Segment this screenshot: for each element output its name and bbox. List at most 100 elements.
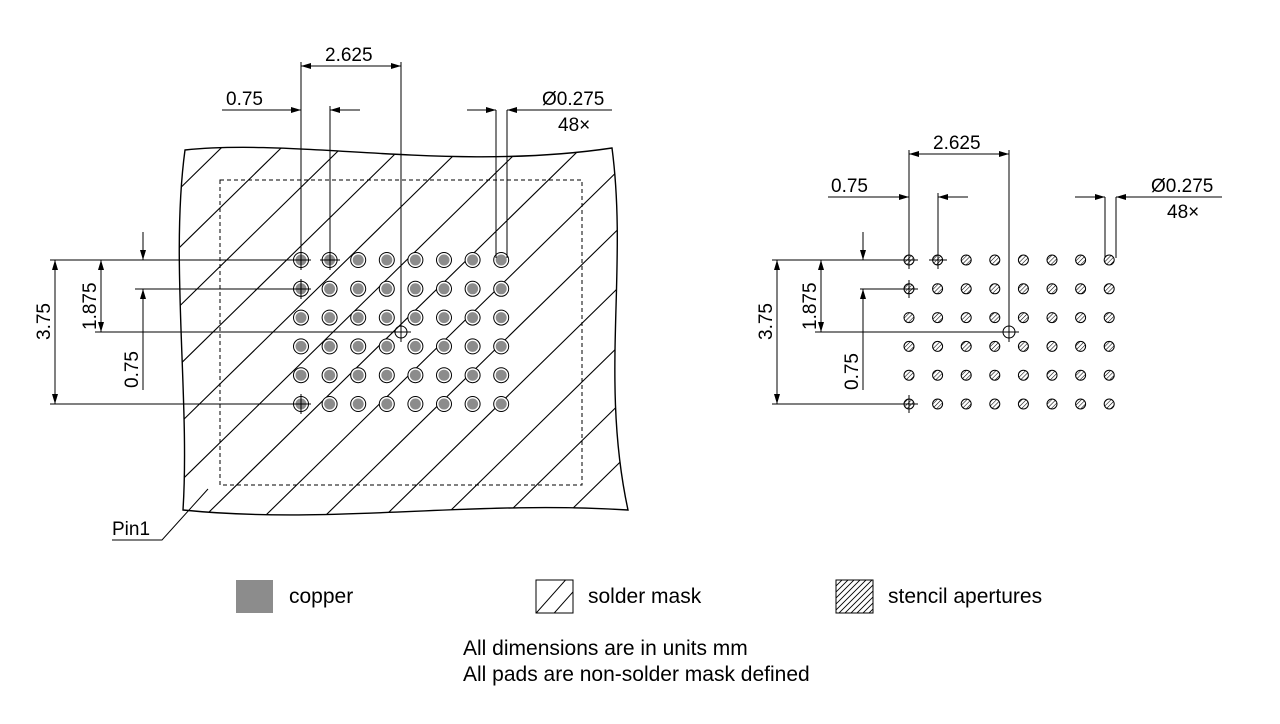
ball-pad xyxy=(378,280,395,297)
right-dim-half-height-label: 1.875 xyxy=(800,282,821,330)
stencil-aperture xyxy=(1075,369,1087,381)
ball-pad xyxy=(464,367,481,384)
legend-stencil-label: stencil apertures xyxy=(888,585,1042,608)
stencil-aperture xyxy=(1046,398,1058,410)
stencil-aperture xyxy=(932,283,944,295)
ball-pad xyxy=(407,309,424,326)
stencil-aperture xyxy=(932,340,944,352)
ball-pad xyxy=(493,338,510,355)
legend-copper-label: copper xyxy=(289,585,353,608)
stencil-aperture xyxy=(1017,398,1029,410)
stencil-aperture xyxy=(1103,398,1115,410)
legend-solder-mask-swatch xyxy=(535,579,574,614)
stencil-aperture xyxy=(932,369,944,381)
ball-pad xyxy=(464,396,481,412)
right-ball-array xyxy=(900,251,1115,413)
left-view: 2.625 0.75 Ø0.275 48× 3.75 1.875 0.75 Pi… xyxy=(34,45,629,541)
right-dimensions xyxy=(772,150,1222,405)
stencil-aperture xyxy=(932,398,944,410)
ball-pad xyxy=(493,309,510,326)
right-view: 2.625 0.75 Ø0.275 48× 3.75 1.875 0.75 xyxy=(756,133,1222,413)
stencil-aperture xyxy=(989,340,1001,352)
right-dim-diameter-label: Ø0.275 xyxy=(1151,176,1213,197)
dim-pitch-x-label: 2.625 xyxy=(325,45,373,66)
legend: copper solder mask stencil apertures xyxy=(236,579,1042,614)
stencil-aperture xyxy=(1046,340,1058,352)
dim-pitch-label: 0.75 xyxy=(226,89,263,110)
ball-pad xyxy=(493,367,510,384)
left-ball-array xyxy=(291,250,510,414)
note-units: All dimensions are in units mm xyxy=(463,637,748,660)
stencil-aperture xyxy=(1075,340,1087,352)
ball-pad xyxy=(407,252,424,268)
stencil-aperture xyxy=(1103,254,1115,266)
dim-row-pitch-label: 0.75 xyxy=(122,351,143,388)
ball-pad xyxy=(378,338,395,355)
dim-count-label: 48× xyxy=(558,115,590,136)
ball-pad xyxy=(436,338,452,355)
ball-pad xyxy=(350,280,367,297)
stencil-aperture xyxy=(1017,369,1029,381)
stencil-aperture xyxy=(903,369,915,381)
right-dim-count-label: 48× xyxy=(1167,202,1199,223)
solder-mask-outline xyxy=(178,146,629,516)
ball-pad xyxy=(321,396,338,412)
pin1-label: Pin1 xyxy=(112,519,150,540)
stencil-aperture xyxy=(1017,254,1029,266)
ball-pad xyxy=(350,338,367,355)
ball-pad xyxy=(321,367,338,384)
ball-pad xyxy=(378,367,395,384)
stencil-aperture xyxy=(960,398,972,410)
left-arrowheads xyxy=(52,63,517,404)
ball-pad xyxy=(436,252,452,268)
stencil-aperture xyxy=(1075,398,1087,410)
ball-pad xyxy=(321,309,338,326)
ball-pad xyxy=(436,367,452,384)
legend-stencil-swatch xyxy=(835,579,874,614)
stencil-aperture xyxy=(960,312,972,324)
ball-pad xyxy=(293,338,309,355)
ball-pad xyxy=(464,338,481,355)
stencil-aperture xyxy=(1017,312,1029,324)
stencil-aperture xyxy=(989,369,1001,381)
stencil-aperture xyxy=(1103,312,1115,324)
stencil-aperture xyxy=(1075,312,1087,324)
component-outline xyxy=(219,179,583,486)
stencil-aperture xyxy=(1103,340,1115,352)
stencil-aperture xyxy=(1046,254,1058,266)
ball-pad xyxy=(350,396,367,412)
stencil-aperture xyxy=(1075,283,1087,295)
stencil-aperture xyxy=(960,283,972,295)
ball-pad xyxy=(321,338,338,355)
stencil-aperture xyxy=(1103,283,1115,295)
stencil-aperture xyxy=(989,283,1001,295)
ball-pad xyxy=(378,396,395,412)
ball-pad xyxy=(407,396,424,412)
ball-pad xyxy=(293,367,309,384)
ball-pad xyxy=(464,252,481,268)
ball-pad xyxy=(436,280,452,297)
stencil-aperture xyxy=(1046,312,1058,324)
stencil-aperture xyxy=(960,369,972,381)
ball-pad xyxy=(293,309,309,326)
legend-solder-mask-label: solder mask xyxy=(588,585,702,608)
stencil-aperture xyxy=(989,254,1001,266)
stencil-aperture xyxy=(1075,254,1087,266)
ball-pad xyxy=(493,396,510,412)
stencil-aperture xyxy=(1046,369,1058,381)
right-dim-pitch-x-label: 2.625 xyxy=(933,133,981,154)
left-dimensions xyxy=(50,62,612,541)
stencil-aperture xyxy=(960,340,972,352)
right-dim-rows-total-label: 3.75 xyxy=(756,303,777,340)
center-mark xyxy=(391,322,411,342)
ball-pad xyxy=(436,309,452,326)
ball-pad xyxy=(350,367,367,384)
dim-diameter-label: Ø0.275 xyxy=(542,89,604,110)
right-arrowheads xyxy=(774,151,1126,404)
note-pads: All pads are non-solder mask defined xyxy=(463,663,810,686)
ball-pad xyxy=(493,252,510,268)
stencil-aperture xyxy=(1046,283,1058,295)
ball-pad xyxy=(436,396,452,412)
ball-pad xyxy=(350,252,367,268)
ball-pad xyxy=(350,309,367,326)
